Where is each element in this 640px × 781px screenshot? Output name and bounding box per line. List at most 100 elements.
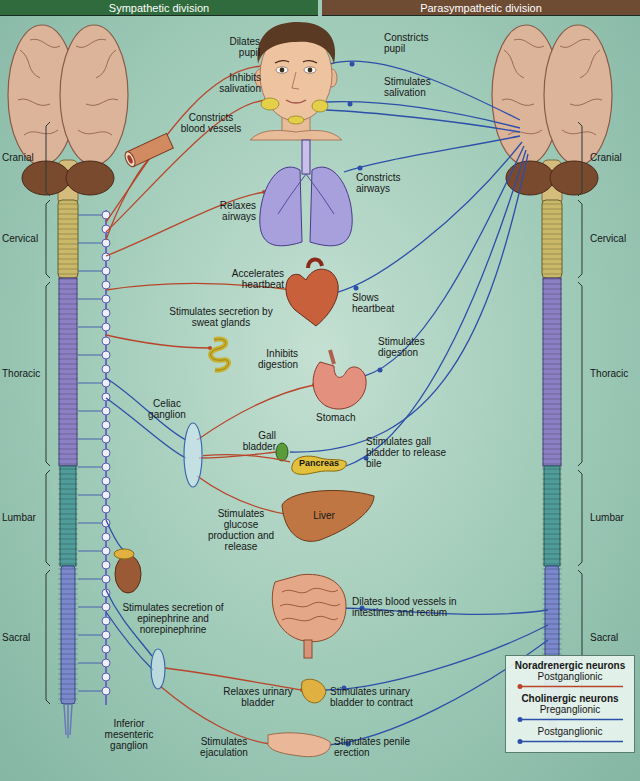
region-label: Cranial bbox=[2, 152, 46, 163]
parasympathetic-nerve bbox=[330, 61, 520, 120]
effect-label: Accelerates heartbeat bbox=[220, 268, 284, 290]
liver bbox=[282, 490, 374, 541]
node-label: Inferior mesenteric ganglion bbox=[90, 718, 168, 751]
effect-label: Stimulates urinary bladder to contract bbox=[330, 686, 434, 708]
header-text: Parasympathetic division bbox=[322, 1, 640, 15]
legend-line-sample bbox=[521, 741, 623, 743]
penis bbox=[268, 733, 330, 757]
lungs bbox=[260, 140, 352, 246]
postganglionic-nerve bbox=[106, 100, 266, 232]
legend-line-sample bbox=[521, 686, 623, 688]
head-illustration bbox=[292, 72, 299, 89]
effect-label: Gall bladder bbox=[226, 430, 276, 452]
parasympathetic-nerve bbox=[346, 150, 526, 466]
head-illustration bbox=[250, 22, 342, 140]
ganglion-outline bbox=[150, 648, 166, 690]
parasympathetic-ganglion bbox=[358, 166, 363, 171]
ganglion-oval: Celiac ganglion bbox=[183, 422, 203, 488]
effect-label: Stimulates ejaculation bbox=[188, 736, 260, 758]
head-illustration bbox=[304, 67, 316, 73]
effect-label: Stimulates glucose production and releas… bbox=[205, 508, 277, 552]
sympathetic-chain bbox=[102, 267, 110, 275]
legend-text: Postganglionic bbox=[512, 671, 628, 682]
ganglion-oval: Inferior mesenteric ganglion bbox=[150, 648, 166, 690]
region-label: Cranial bbox=[590, 152, 638, 163]
sympathetic-chain bbox=[102, 239, 110, 247]
region-label: Thoracic bbox=[2, 368, 46, 379]
cerebellum bbox=[66, 161, 114, 195]
spinal-cord bbox=[64, 704, 72, 738]
legend-entry: Preganglionic bbox=[512, 704, 628, 723]
sympathetic-chain bbox=[102, 631, 110, 639]
region-label: Sacral bbox=[590, 632, 638, 643]
legend-line-sample bbox=[515, 683, 625, 690]
head-illustration bbox=[258, 22, 336, 64]
salivary-gland bbox=[261, 98, 279, 110]
legend-entry: Cholinergic neurons bbox=[512, 693, 628, 704]
head-illustration bbox=[275, 61, 317, 63]
postganglionic-nerve bbox=[106, 66, 314, 744]
sympathetic-chain bbox=[102, 351, 110, 359]
effect-label: Liver bbox=[304, 510, 344, 521]
region-label: Cervical bbox=[2, 233, 46, 244]
salivary-gland bbox=[288, 116, 304, 124]
sympathetic-chain bbox=[102, 617, 110, 625]
lungs bbox=[302, 140, 310, 174]
effect-label: Inhibits salivation bbox=[203, 72, 261, 94]
parasympathetic-nerve bbox=[338, 142, 522, 292]
sympathetic-chain bbox=[102, 295, 110, 303]
head-illustration bbox=[286, 100, 306, 103]
region-bracket bbox=[578, 122, 582, 196]
effect-label: Stimulates salivation bbox=[384, 76, 448, 98]
region-label: Sacral bbox=[2, 632, 46, 643]
legend-line-sample bbox=[515, 738, 625, 745]
legend-line-sample bbox=[521, 719, 623, 721]
stomach bbox=[313, 362, 366, 409]
effect-label: Constricts blood vessels bbox=[176, 112, 246, 134]
ganglion-outline bbox=[151, 649, 165, 689]
nerve-connector bbox=[203, 455, 290, 462]
effect-label: Stimulates secretion of epinephrine and … bbox=[118, 602, 228, 635]
liver bbox=[282, 490, 374, 541]
effect-label: Dilates pupil bbox=[206, 36, 260, 58]
region-bracket bbox=[578, 470, 582, 566]
legend-line-sample bbox=[518, 717, 523, 722]
sympathetic-chain bbox=[102, 547, 110, 555]
division-header: Parasympathetic division bbox=[322, 0, 640, 16]
sympathetic-chain bbox=[102, 477, 110, 485]
cerebellum bbox=[22, 161, 114, 195]
head-illustration bbox=[308, 68, 313, 73]
spinal-cord bbox=[58, 200, 78, 704]
brain-and-spinal-cord bbox=[492, 25, 612, 738]
region-bracket bbox=[46, 200, 50, 278]
urinary-bladder bbox=[302, 679, 326, 703]
region-bracket bbox=[578, 282, 582, 466]
parasympathetic-nerve bbox=[290, 61, 548, 745]
parasympathetic-nerve bbox=[326, 102, 520, 128]
region-bracket bbox=[578, 200, 582, 278]
brain bbox=[8, 25, 128, 165]
postganglionic-nerve bbox=[106, 160, 148, 240]
sympathetic-chain bbox=[102, 281, 110, 289]
salivary-gland bbox=[261, 98, 328, 124]
region-label: Lumbar bbox=[590, 512, 638, 523]
sweat-gland bbox=[211, 339, 229, 370]
region-label: Lumbar bbox=[2, 512, 46, 523]
postganglionic-nerve bbox=[106, 192, 264, 256]
sympathetic-chain bbox=[102, 533, 110, 541]
region-bracket bbox=[46, 122, 582, 704]
brain bbox=[60, 25, 128, 165]
sympathetic-chain bbox=[102, 645, 110, 653]
intestines bbox=[272, 574, 346, 641]
blood-vessel bbox=[123, 150, 137, 168]
lungs bbox=[260, 167, 302, 246]
legend-entry: Postganglionic bbox=[512, 671, 628, 690]
gall-bladder bbox=[276, 443, 288, 461]
lungs bbox=[310, 167, 352, 246]
legend-line-sample bbox=[518, 739, 523, 744]
legend-text: Postganglionic bbox=[512, 726, 628, 737]
adrenal-gland bbox=[114, 549, 134, 559]
postganglionic-nerve bbox=[197, 385, 314, 440]
sympathetic-chain bbox=[102, 323, 110, 331]
region-bracket bbox=[46, 470, 50, 566]
